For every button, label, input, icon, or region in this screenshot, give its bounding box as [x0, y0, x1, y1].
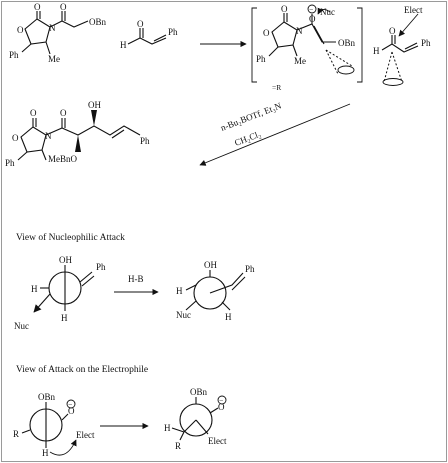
aux-acyl-o: O [60, 2, 67, 12]
nuc-left-oh: OH [59, 255, 72, 265]
elec-right-o: O [218, 402, 225, 412]
aldol-product: O O N O OH MeBnO Ph Ph [5, 100, 150, 168]
elec-left-obn: OBn [38, 392, 56, 402]
elec-left-elect: Elect [76, 430, 95, 440]
nucleophilic-reagent: H-B [128, 274, 144, 284]
nuc-left-h-left: H [31, 284, 38, 294]
elec-left-h: H [42, 448, 49, 458]
reagents-line-1: n-Bu₂BOTf, Et₃N [219, 100, 283, 133]
enolate-ph: Ph [256, 54, 266, 64]
product-oh: OH [88, 100, 101, 110]
elec-right-charge-circle [217, 395, 227, 405]
reaction-arrow [199, 103, 351, 166]
nuc-right-ph: Ph [245, 264, 255, 274]
product-ph-right: Ph [140, 136, 150, 146]
aux-ring-o: O [17, 25, 24, 35]
aux-obn: OBn [89, 17, 107, 27]
nuc-right-h-left: H [176, 286, 183, 296]
elec-left-o: O [68, 406, 75, 416]
enolate-r-note: =R [272, 83, 281, 92]
nuc-left-ph: Ph [96, 262, 106, 272]
electrophile-o: O [389, 26, 396, 36]
newman-right-nucleophilic: OH Ph H H Nuc [176, 260, 255, 322]
enolate-nuc: Nuc [320, 7, 335, 17]
nucleophilic-view-title: View of Nucleophilic Attack [16, 232, 125, 243]
electrophile-h: H [373, 46, 380, 56]
newman-right-electrophile: OBn O − H R Elect [164, 387, 227, 451]
enolate-ring-o: O [263, 28, 270, 38]
oxazolidinone-auxiliary: O O N O OBn Ph Me [9, 2, 107, 64]
aux-ph: Ph [9, 50, 19, 60]
enolate-intermediate: O O N − O Nuc OBn Ph Me =R [251, 4, 363, 92]
aux-me: Me [48, 54, 60, 64]
newman-left-nucleophilic: OH Ph H H Nuc [14, 255, 106, 331]
aldehyde-ph: Ph [168, 27, 178, 37]
elec-right-h: H [164, 423, 171, 433]
enolate-n: N [296, 26, 303, 36]
aux-ring-n: N [49, 23, 56, 33]
elec-left-r: R [13, 429, 19, 439]
enolate-o-minus: O [309, 14, 316, 24]
nuc-right-oh: OH [204, 260, 217, 270]
elec-right-charge: − [219, 396, 223, 405]
elec-right-r: R [175, 441, 181, 451]
elec-right-obn: OBn [190, 387, 208, 397]
elec-right-elect: Elect [208, 436, 227, 446]
product-obn: MeBnO [48, 154, 78, 164]
aldehyde-h: H [120, 40, 127, 50]
product-ring-o: O [12, 133, 19, 143]
elec-left-charge-circle [66, 399, 76, 409]
electrophile-ph: Ph [421, 38, 431, 48]
newman-left-electrophile: OBn O − R H Elect [13, 392, 95, 458]
product-carbonyl-o: O [30, 108, 37, 118]
enolate-carbonyl-o: O [281, 4, 288, 14]
nuc-right-nuc: Nuc [176, 310, 191, 320]
electrophile-view-title: View of Attack on the Electrophile [16, 364, 148, 375]
enolate-charge: − [309, 5, 313, 14]
aux-carbonyl-o: O [34, 2, 41, 12]
cinnamaldehyde: H O Ph [120, 19, 178, 50]
nuc-left-h-bottom: H [61, 313, 68, 323]
product-ph-left: Ph [5, 158, 15, 168]
enolate-obn: OBn [338, 38, 356, 48]
product-acyl-o: O [60, 108, 67, 118]
reagents-line-2: CH₂Cl₂ [233, 129, 262, 148]
electrophile-label: Elect [404, 5, 423, 15]
enolate-me: Me [294, 56, 306, 66]
aldehyde-o: O [137, 19, 144, 29]
negative-charge-circle [307, 4, 317, 14]
electrophile-aldehyde: Elect H O Ph [373, 5, 431, 86]
nuc-right-h-bottom: H [225, 312, 232, 322]
product-n: N [45, 131, 52, 141]
nuc-left-nuc: Nuc [14, 321, 29, 331]
elec-left-charge: − [68, 400, 72, 409]
